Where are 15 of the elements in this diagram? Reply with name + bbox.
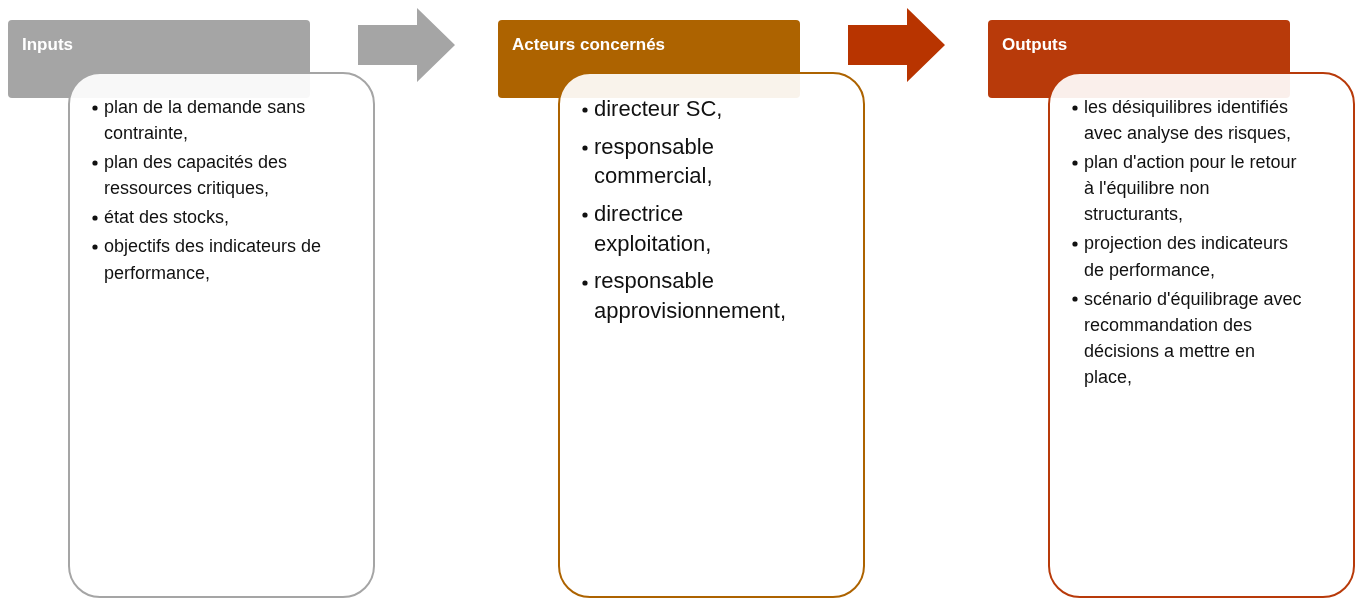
block-arrow [848, 8, 945, 82]
block-arrow [358, 8, 455, 82]
list-card [558, 72, 865, 598]
bullet-item: directrice exploitation, [594, 201, 712, 256]
bullet-item: scénario d'équilibrage avec recommandation des décisions a mettre en place, [1084, 288, 1302, 387]
header-title: Acteurs concernés [512, 35, 666, 54]
list-card [68, 72, 375, 598]
bullet-item: état des stocks, [104, 207, 230, 228]
bullet-item: responsable commercial, [594, 133, 714, 189]
header-title: Outputs [1002, 35, 1068, 54]
list-card [1048, 72, 1355, 598]
bullet-item: responsable approvisionnement, [594, 268, 786, 324]
header-title: Inputs [22, 35, 73, 54]
bullet-item: directeur SC, [594, 96, 723, 121]
bullet-item: objectifs des indicateurs de performance, [104, 236, 322, 283]
